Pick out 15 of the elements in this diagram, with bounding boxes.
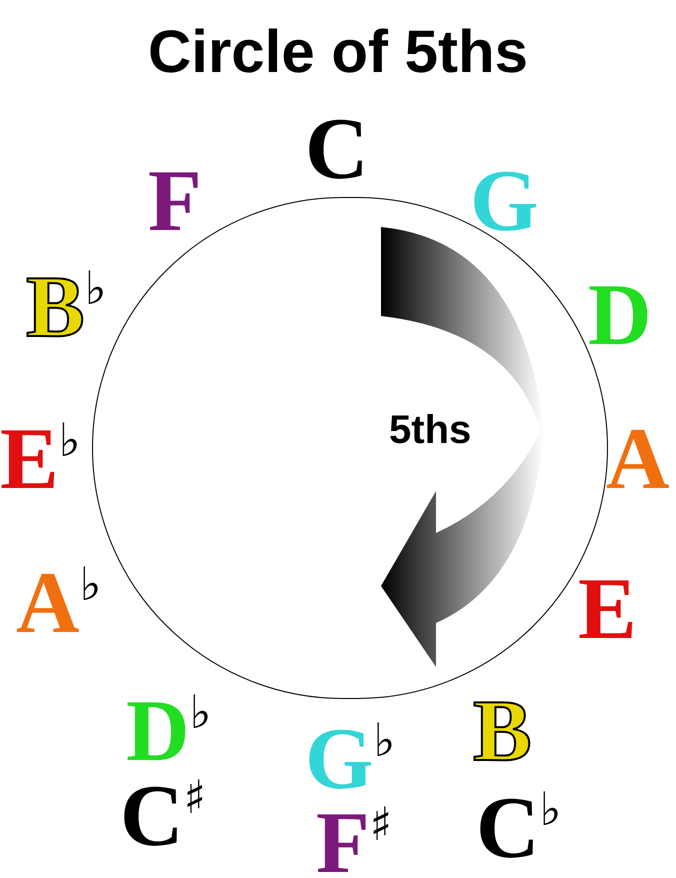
title: Circle of 5ths xyxy=(146,22,530,82)
note-letter: G xyxy=(470,158,538,246)
arrow-label: 5ths xyxy=(389,410,472,450)
note-letter: E xyxy=(578,566,637,654)
note-letter: B$^{♭}$ xyxy=(26,264,106,352)
note-letter: A xyxy=(606,416,670,504)
note-letter: C$^{♭}$ xyxy=(476,785,562,873)
note-letter: E$^{♭}$ xyxy=(0,416,80,504)
note-letter: C xyxy=(305,106,369,194)
note-letter: D$^{♭}$ xyxy=(126,688,212,776)
note-letter: D xyxy=(588,272,652,360)
note-letter: C$^{♯}$ xyxy=(120,773,206,861)
note-letter: F xyxy=(148,158,202,246)
note-letter: A$^{♭}$ xyxy=(16,560,102,648)
note-letter: B xyxy=(473,688,532,776)
